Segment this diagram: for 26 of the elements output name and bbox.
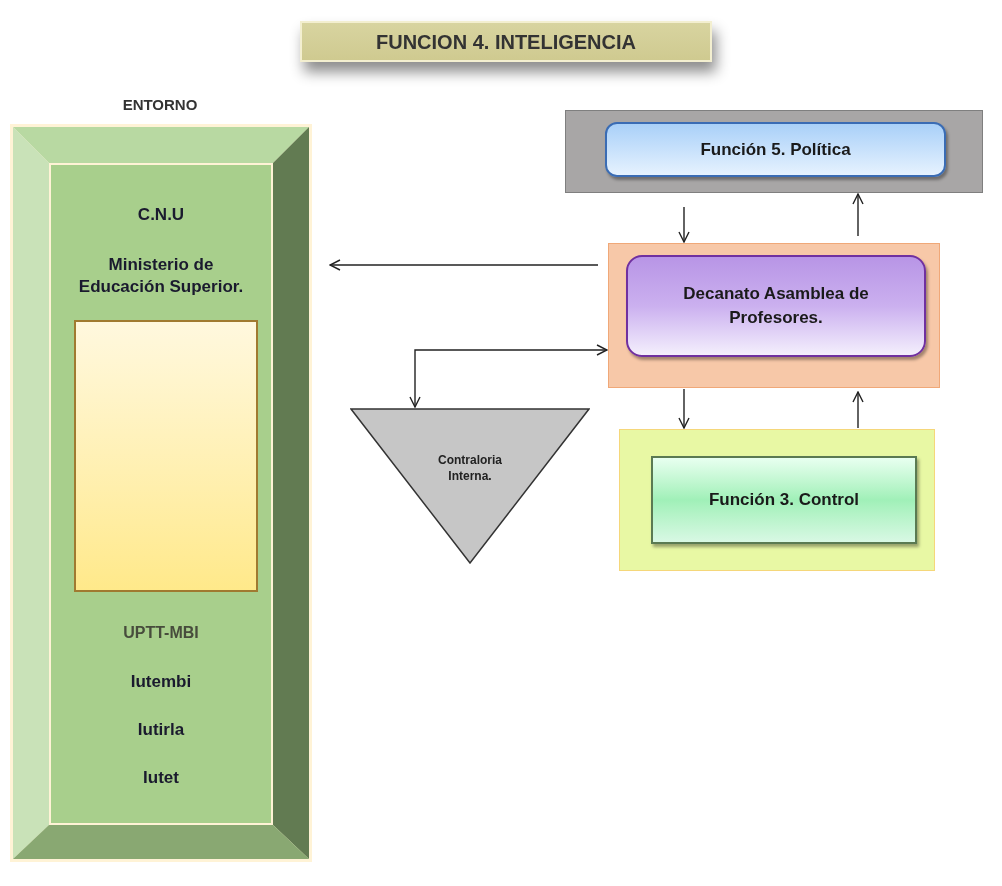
arrow <box>852 391 864 429</box>
triangle-label: Contraloria Interna. <box>437 452 503 484</box>
arrow <box>678 206 690 243</box>
container-band <box>619 429 935 571</box>
box-label: Función 3. Control <box>708 489 860 511</box>
arrow <box>409 344 608 408</box>
box-label: Decanato Asamblea de Profesores. <box>682 283 870 329</box>
process-box <box>651 456 917 544</box>
panel-heading: ENTORNO <box>121 95 199 115</box>
organization-label: Ministerio de Educación Superior. <box>77 254 245 298</box>
arrow <box>678 388 690 429</box>
organization-label: UPTT-MBI <box>122 623 200 643</box>
organization-label: Iutembi <box>129 671 193 693</box>
container-band <box>74 320 258 592</box>
container-band <box>565 110 983 193</box>
box-label: Función 5. Política <box>700 138 851 161</box>
title-banner: FUNCION 4. INTELIGENCIA <box>300 21 712 62</box>
process-box <box>626 255 926 357</box>
arrow <box>852 193 864 237</box>
organization-label: Iutet <box>142 767 180 789</box>
container-band <box>608 243 940 388</box>
organization-label: Iutirla <box>136 719 186 741</box>
arrow <box>329 259 599 271</box>
organization-label: C.N.U <box>136 204 186 226</box>
process-box <box>605 122 946 177</box>
inverted-triangle <box>350 408 590 564</box>
